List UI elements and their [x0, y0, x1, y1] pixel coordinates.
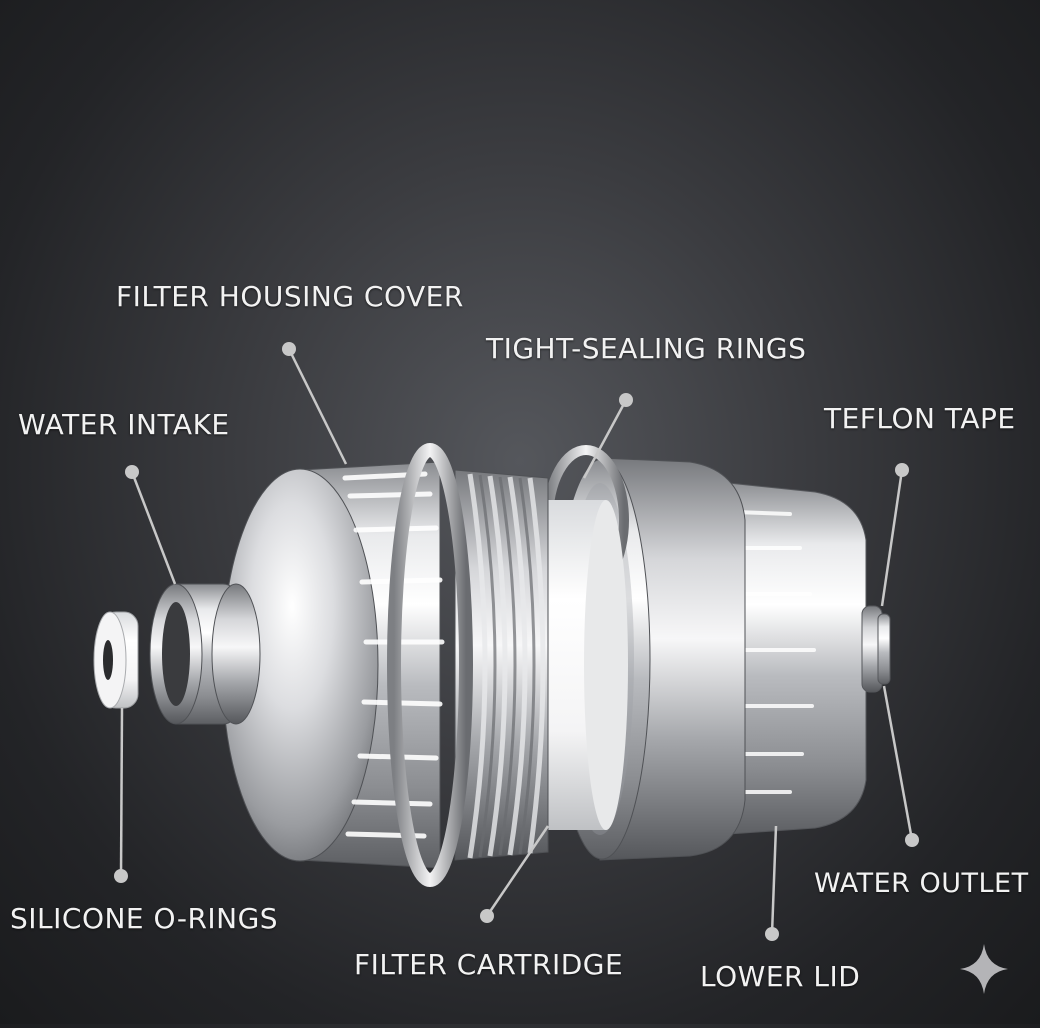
leader-filter-housing-cover: [289, 349, 346, 464]
leader-teflon-tape: [882, 470, 902, 606]
silicone-o-ring-part: [94, 612, 138, 708]
water-intake-part: [150, 584, 260, 724]
dot-water-intake: [125, 465, 139, 479]
leader-water-outlet: [884, 686, 912, 840]
dot-water-outlet: [905, 833, 919, 847]
dot-silicone-o-rings: [114, 869, 128, 883]
label-lower-lid: LOWER LID: [700, 960, 860, 993]
dot-filter-housing-cover: [282, 342, 296, 356]
label-tight-sealing-rings: TIGHT-SEALING RINGS: [486, 332, 806, 365]
dot-lower-lid: [765, 927, 779, 941]
label-water-intake: WATER INTAKE: [18, 408, 230, 441]
dot-teflon-tape: [895, 463, 909, 477]
label-filter-housing-cover: FILTER HOUSING COVER: [116, 280, 464, 313]
label-teflon-tape: TEFLON TAPE: [824, 402, 1016, 435]
leader-lower-lid: [772, 826, 776, 934]
label-water-outlet: WATER OUTLET: [814, 868, 1029, 899]
leader-water-intake: [132, 472, 175, 584]
label-silicone-o-rings: SILICONE O-RINGS: [10, 902, 278, 935]
dot-filter-cartridge: [480, 909, 494, 923]
sparkle-icon: [960, 944, 1008, 994]
label-filter-cartridge: FILTER CARTRIDGE: [354, 948, 623, 981]
dot-tight-sealing-rings: [619, 393, 633, 407]
leader-silicone-o-rings: [121, 708, 122, 876]
